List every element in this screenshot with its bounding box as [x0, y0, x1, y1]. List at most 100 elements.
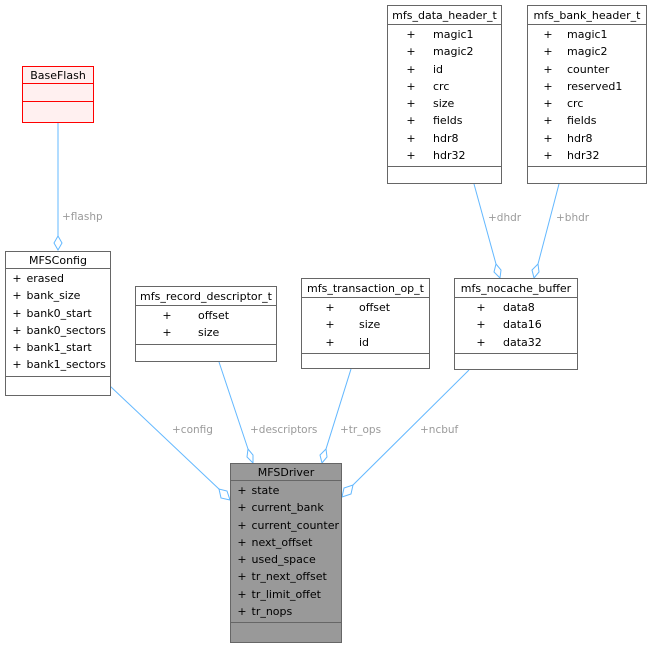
visibility-marker: + — [406, 97, 416, 111]
attribute-name: counter — [567, 62, 610, 76]
class-methods-section — [23, 102, 93, 122]
attribute-name: id — [433, 62, 444, 76]
class-attribute: + fields — [528, 112, 646, 129]
aggregation-diamond-icon — [218, 488, 231, 501]
class-attribute: + hdr8 — [388, 130, 501, 147]
class-attribute: +id — [388, 61, 501, 78]
class-attribute: +crc — [528, 95, 646, 112]
attribute-name: magic1 — [433, 28, 474, 41]
visibility-marker: + — [543, 149, 553, 163]
class-attribute: +counter — [528, 61, 646, 78]
class-attribute: + bank0_start — [6, 305, 110, 322]
class-node-mfsdriver[interactable]: MFSDriver + state + current_bank + curre… — [230, 463, 342, 643]
class-attribute: +offset — [302, 299, 429, 316]
class-attribute: + current_counter — [231, 517, 341, 534]
attribute-name: tr_next_offset — [251, 570, 327, 584]
visibility-marker: + — [12, 289, 22, 303]
class-attribute: +data16 — [455, 316, 577, 333]
class-attribute: +magic1 — [388, 26, 501, 43]
edge-label-tr-ops: +tr_ops — [340, 424, 381, 436]
visibility-marker: + — [543, 79, 553, 93]
class-attribute: +magic2 — [528, 43, 646, 60]
class-node-mfs-nocache-buffer[interactable]: mfs_nocache_buffer +data8 +data16 + data3… — [454, 278, 578, 370]
visibility-marker: + — [543, 97, 553, 111]
class-node-mfs-bank-header-t[interactable]: mfs_bank_header_t +magic1 +magic2 +count… — [527, 5, 647, 184]
class-attributes-section: +magic1 +magic2 +id +crc +size +fields +… — [388, 25, 501, 168]
attribute-name: bank_size — [26, 289, 81, 303]
attribute-name: fields — [567, 114, 597, 128]
class-title: BaseFlash — [23, 67, 93, 84]
attribute-name: hdr32 — [567, 149, 600, 163]
aggregation-diamond-icon — [319, 447, 328, 465]
class-node-mfsconfig[interactable]: MFSConfig + erased + bank_size + bank0_s… — [5, 251, 111, 396]
visibility-marker: + — [237, 553, 247, 567]
visibility-marker: + — [237, 501, 247, 515]
edge-tr-ops — [325, 368, 352, 450]
class-title: mfs_bank_header_t — [528, 6, 646, 25]
edge-label-dhdr: +dhdr — [488, 212, 522, 224]
attribute-name: offset — [198, 309, 230, 322]
class-methods-section — [455, 354, 577, 372]
class-attribute: +hdr8 — [528, 130, 646, 147]
visibility-marker: + — [12, 358, 22, 372]
visibility-marker: + — [237, 535, 247, 549]
visibility-marker: + — [406, 45, 416, 59]
visibility-marker: + — [162, 309, 172, 322]
class-attributes-section: +data8 +data16 + data32 — [455, 298, 577, 354]
attribute-name: fields — [433, 114, 463, 128]
visibility-marker: + — [543, 114, 553, 128]
class-node-mfs-record-descriptor-t[interactable]: mfs_record_descriptor_t +offset +size — [135, 286, 277, 362]
attribute-name: data32 — [503, 335, 542, 349]
aggregation-diamond-icon — [53, 234, 63, 252]
edge-label-descriptors: +descriptors — [250, 424, 317, 436]
visibility-marker: + — [12, 323, 22, 337]
visibility-marker: + — [476, 335, 486, 349]
class-title: mfs_nocache_buffer — [455, 279, 577, 298]
attribute-name: magic1 — [567, 28, 608, 41]
class-attributes-section: +offset +size — [136, 306, 276, 345]
visibility-marker: + — [162, 326, 172, 340]
class-attribute: +magic2 — [388, 43, 501, 60]
class-attribute: +hdr32 — [388, 147, 501, 164]
class-attribute: + tr_limit_offet — [231, 586, 341, 603]
visibility-marker: + — [12, 272, 22, 285]
class-attribute: + used_space — [231, 551, 341, 568]
visibility-marker: + — [237, 570, 247, 584]
class-node-mfs-transaction-op-t[interactable]: mfs_transaction_op_t +offset +size +id — [301, 278, 430, 369]
class-attribute: + reserved1 — [528, 78, 646, 95]
class-methods-section — [6, 377, 110, 395]
class-attribute: + erased — [6, 270, 110, 287]
edge-label-ncbuf: +ncbuf — [420, 424, 459, 436]
class-title: mfs_data_header_t — [388, 6, 501, 25]
visibility-marker: + — [406, 149, 416, 163]
edge-config — [109, 385, 221, 491]
attribute-name: bank0_start — [26, 306, 92, 320]
attribute-name: offset — [359, 301, 391, 314]
class-attribute: + next_offset — [231, 534, 341, 551]
class-attribute: + bank1_sectors — [6, 356, 110, 373]
visibility-marker: + — [543, 131, 553, 145]
aggregation-diamond-icon — [493, 262, 502, 280]
attribute-name: tr_limit_offet — [251, 587, 321, 601]
class-attribute: +data8 — [455, 299, 577, 316]
attribute-name: reserved1 — [567, 79, 623, 93]
class-title: mfs_record_descriptor_t — [136, 287, 276, 306]
class-attribute: + hdr32 — [528, 147, 646, 164]
class-node-mfs-data-header-t[interactable]: mfs_data_header_t +magic1 +magic2 +id +c… — [387, 5, 502, 184]
attribute-name: state — [251, 484, 280, 497]
visibility-marker: + — [543, 28, 553, 41]
attribute-name: hdr8 — [433, 131, 459, 145]
class-node-baseflash[interactable]: BaseFlash — [22, 66, 94, 123]
visibility-marker: + — [237, 518, 247, 532]
edge-label-config: +config — [172, 424, 213, 436]
class-attribute: + state — [231, 482, 341, 499]
class-attribute: + data32 — [455, 334, 577, 351]
aggregation-diamond-icon — [531, 262, 540, 280]
attribute-name: bank0_sectors — [26, 323, 106, 337]
edge-bhdr — [537, 183, 560, 265]
visibility-marker: + — [12, 341, 22, 355]
class-methods-section — [231, 623, 341, 641]
class-title: mfs_transaction_op_t — [302, 279, 429, 298]
visibility-marker: + — [406, 131, 416, 145]
